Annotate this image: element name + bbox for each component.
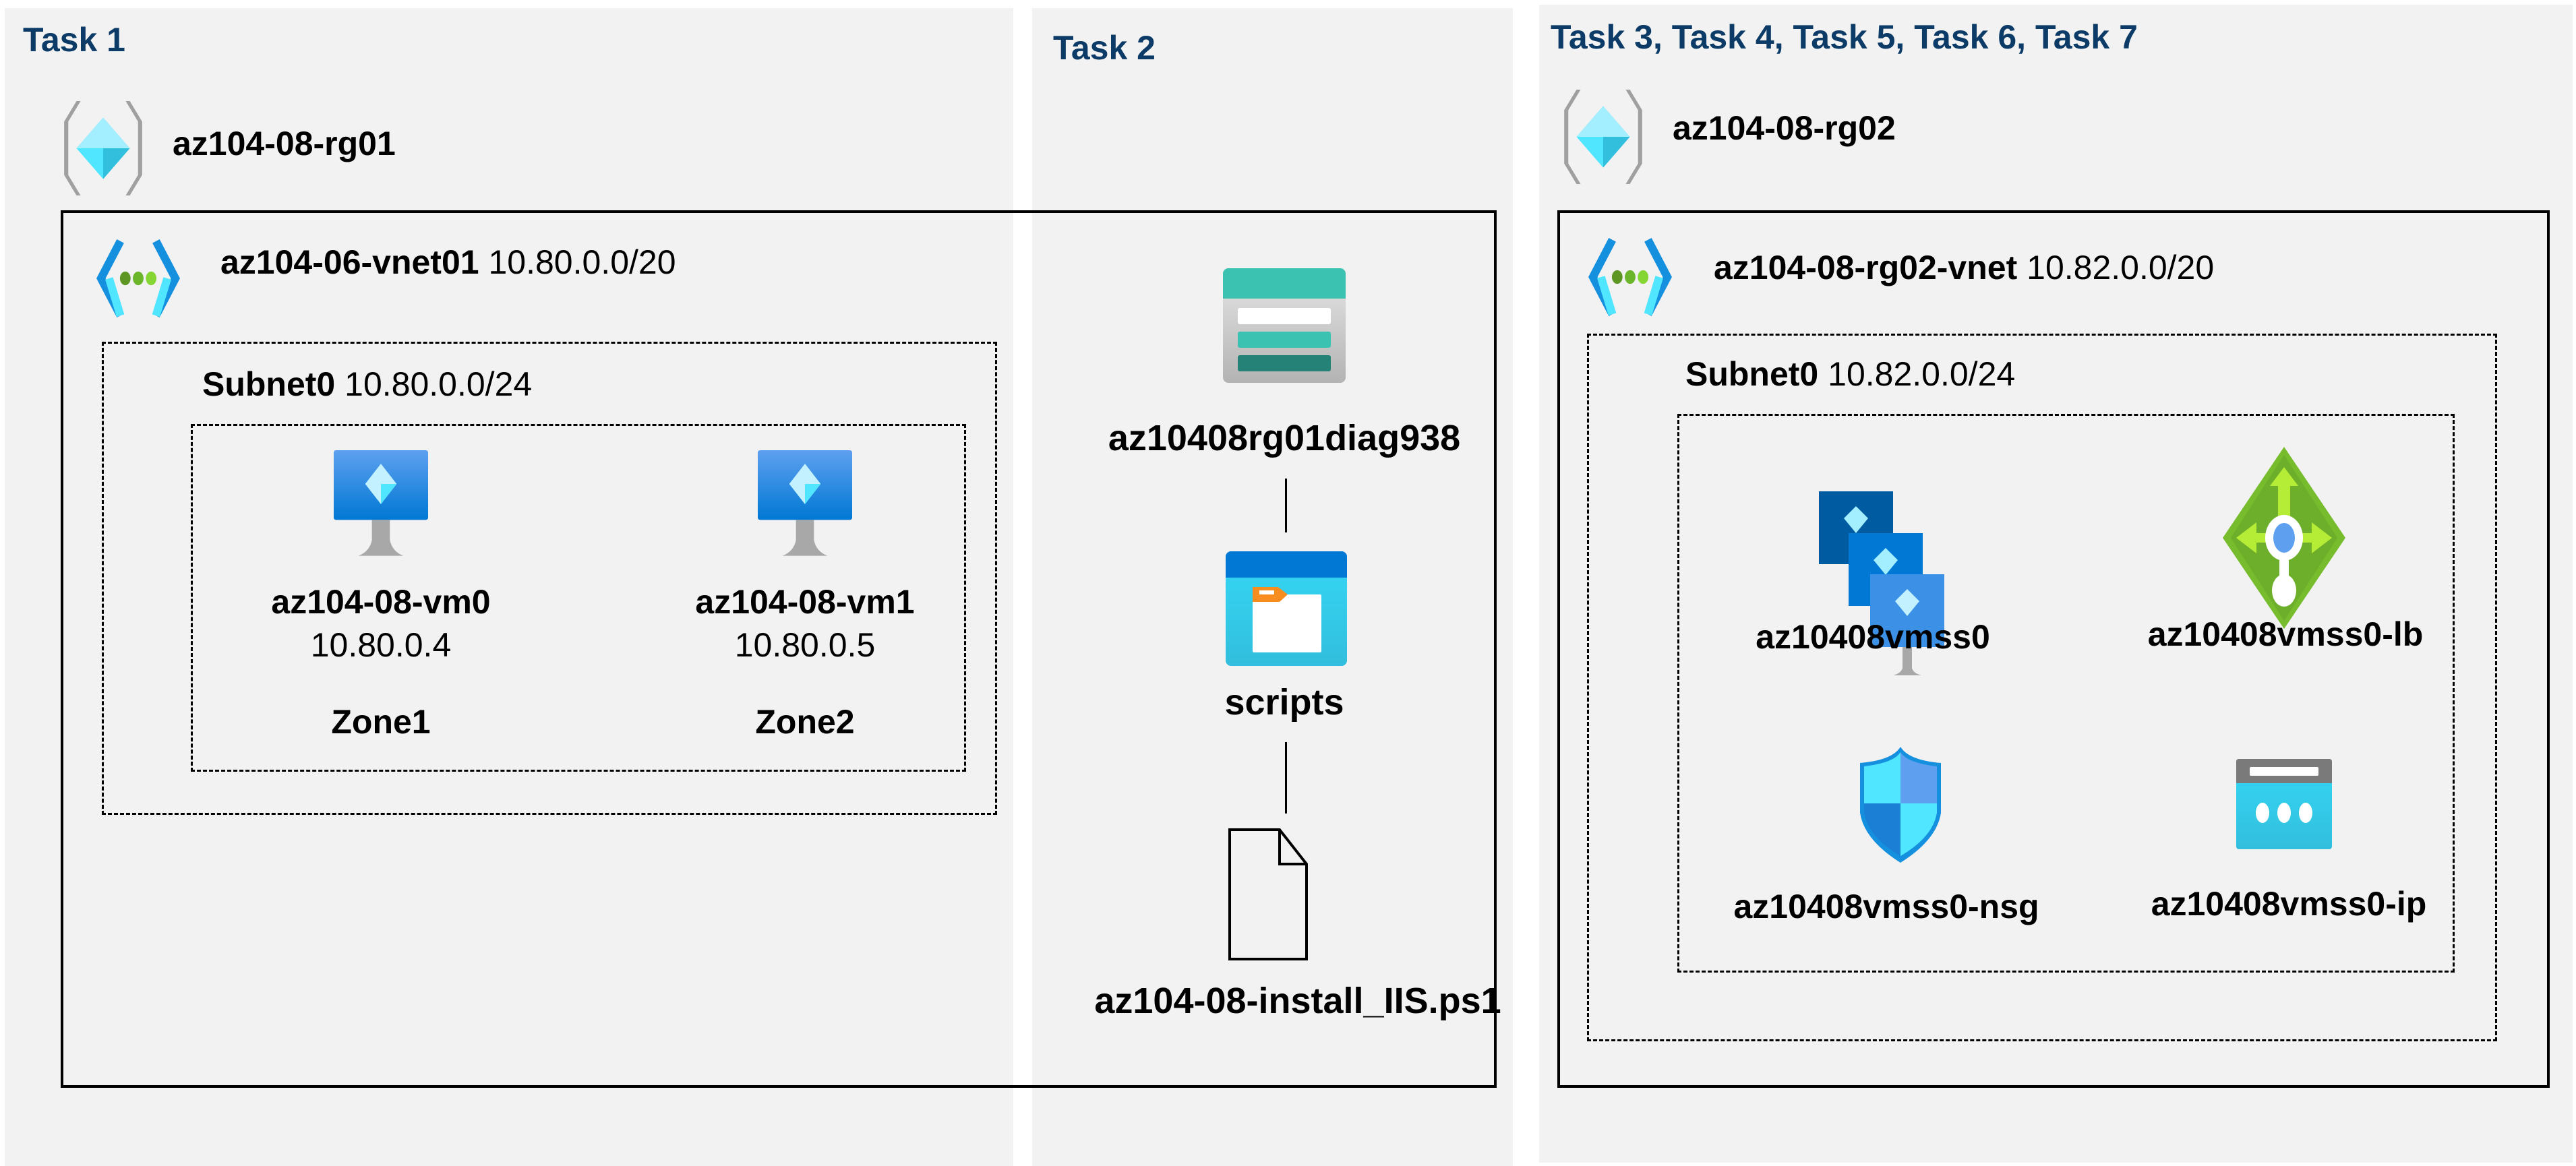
zones-boundary <box>191 424 966 772</box>
vnet-cidr: 10.80.0.0/20 <box>488 243 676 281</box>
vm-name: az104-08-vm0 <box>271 583 491 621</box>
task2-title: Task 2 <box>1053 29 1156 67</box>
task1-title: Task 1 <box>23 21 125 59</box>
subnet-name: Subnet0 <box>1685 355 1819 393</box>
subnet-cidr: 10.82.0.0/24 <box>1828 355 2016 393</box>
subnet-cidr: 10.80.0.0/24 <box>345 365 533 403</box>
script-file-name: az104-08-install_IIS.ps1 <box>1094 981 1501 1021</box>
container-name: scripts <box>1224 682 1344 723</box>
vnet-name: az104-06-vnet01 <box>220 243 479 281</box>
vm-zone: Zone2 <box>755 703 855 741</box>
resources-boundary <box>1677 414 2455 973</box>
file-icon <box>1228 828 1308 960</box>
vm-ip: 10.80.0.4 <box>310 626 452 664</box>
connector-line <box>1285 742 1287 814</box>
virtual-machine-icon <box>758 450 852 556</box>
vmss-name: az10408vmss0 <box>1756 618 1990 656</box>
vm-name: az104-08-vm1 <box>695 583 915 621</box>
resource-group-name: az104-08-rg01 <box>173 125 396 162</box>
nsg-name: az10408vmss0-nsg <box>1733 888 2039 925</box>
subnet-label: Subnet0 10.80.0.0/24 <box>202 367 532 401</box>
subnet-label: Subnet0 10.82.0.0/24 <box>1685 357 2015 391</box>
task3-panel <box>1539 5 2573 1163</box>
vm-scale-set-icon <box>1819 491 1944 675</box>
storage-account-name: az10408rg01diag938 <box>1108 418 1461 458</box>
subnet0-boundary <box>1587 334 2497 1041</box>
network-security-group-shield-icon <box>1860 747 1941 863</box>
task3-title: Task 3, Task 4, Task 5, Task 6, Task 7 <box>1551 18 2138 56</box>
vnet-icon <box>96 239 180 317</box>
resource-group-icon <box>1564 90 1642 184</box>
public-ip-name: az10408vmss0-ip <box>2151 885 2427 923</box>
vnet-name: az104-08-rg02-vnet <box>1714 249 2018 286</box>
vnet01-boundary <box>61 210 1497 1088</box>
virtual-machine-icon <box>334 450 428 556</box>
vm-zone: Zone1 <box>331 703 431 741</box>
subnet0-boundary <box>102 342 997 815</box>
connector-line <box>1285 479 1287 532</box>
vm-ip: 10.80.0.5 <box>734 626 876 664</box>
vnet-icon <box>1588 238 1672 316</box>
load-balancer-icon <box>2223 447 2345 629</box>
vnet-label: az104-06-vnet01 10.80.0.0/20 <box>220 245 676 279</box>
blob-container-icon <box>1226 551 1347 666</box>
vnet-cidr: 10.82.0.0/20 <box>2027 249 2215 286</box>
load-balancer-name: az10408vmss0-lb <box>2147 615 2424 653</box>
storage-account-icon <box>1223 268 1346 383</box>
vnet-label: az104-08-rg02-vnet 10.82.0.0/20 <box>1714 251 2214 284</box>
public-ip-icon <box>2236 759 2332 849</box>
resource-group-name: az104-08-rg02 <box>1673 109 1896 147</box>
rg02-vnet-boundary <box>1557 210 2550 1088</box>
task1-panel <box>5 8 1013 1166</box>
subnet-name: Subnet0 <box>202 365 336 403</box>
resource-group-icon <box>64 101 142 195</box>
